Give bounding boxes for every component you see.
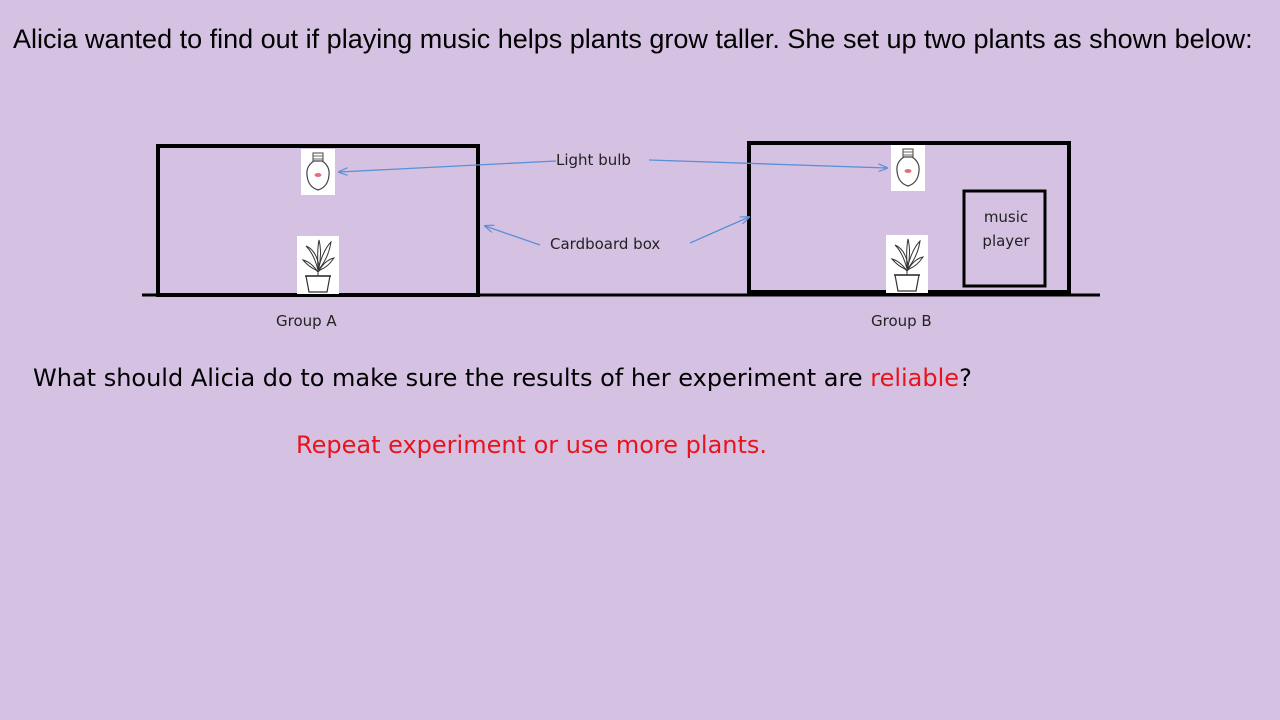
light-bulb-icon	[890, 144, 926, 192]
light-bulb-icon	[300, 148, 336, 196]
intro-text: Alicia wanted to find out if playing mus…	[13, 24, 1253, 54]
arrow-to-bulb-a	[339, 160, 557, 172]
arrow-to-box-b	[689, 217, 749, 244]
question-highlight: reliable	[870, 364, 960, 392]
group-b-label: Group B	[871, 312, 932, 330]
cardboard-box-label: Cardboard box	[550, 235, 661, 253]
answer-text: Repeat experiment or use more plants.	[296, 431, 768, 459]
question-suffix: ?	[959, 364, 972, 392]
cardboard-box-group-a	[156, 144, 480, 297]
light-bulb-label: Light bulb	[556, 151, 631, 169]
music-player	[962, 189, 1047, 288]
question-text: What should Alicia do to make sure the r…	[33, 364, 972, 392]
question-prefix: What should Alicia do to make sure the r…	[33, 364, 871, 392]
music-player-label-line2: player	[982, 232, 1030, 250]
potted-plant-icon	[296, 235, 340, 295]
group-a-label: Group A	[276, 312, 337, 330]
music-player-label-line1: music	[983, 208, 1029, 226]
arrow-to-bulb-b	[648, 159, 887, 168]
arrow-to-box-a	[485, 226, 541, 246]
music-player-label: music player	[966, 205, 1046, 253]
potted-plant-icon	[885, 234, 929, 294]
